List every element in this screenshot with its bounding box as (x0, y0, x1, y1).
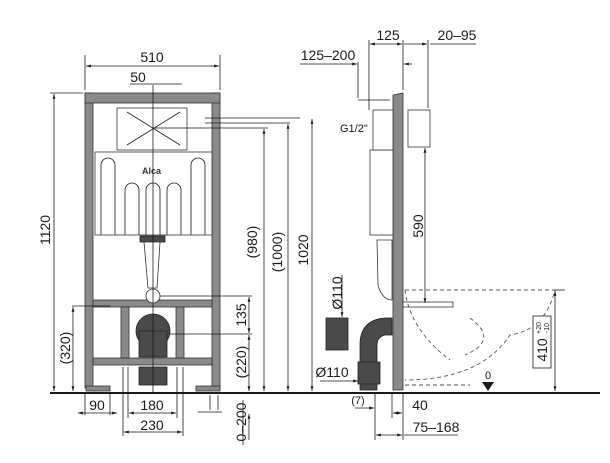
frame-right-column (211, 92, 221, 389)
frame-side-profile (392, 92, 404, 391)
flush-pipe-side (376, 239, 393, 301)
cistern-outlet (139, 235, 166, 243)
dim-depth-125: 125 (376, 27, 400, 43)
bracket-right (175, 306, 185, 359)
dim-seat-height: 410 +20 -10 (532, 315, 552, 369)
flush-pipe (143, 241, 161, 289)
dim-seat-height-410: 410 (534, 338, 550, 362)
front-view: Alca 510 50 1120 (320) (980) (1000) 1020 (37, 49, 314, 445)
dim-height-980: (980) (244, 226, 260, 259)
frame-left-column (84, 92, 94, 389)
dim-height-1020: 1020 (295, 234, 311, 265)
mounting-bolt (402, 301, 454, 308)
frame-bottom-bar (92, 357, 213, 366)
dim-outlet-range-75-168: 75–168 (413, 419, 460, 435)
outlet-sleeve (357, 361, 381, 385)
dim-height-1000: (1000) (269, 232, 285, 272)
inlet-connector (325, 317, 349, 351)
dim-bracket-180: 180 (140, 397, 164, 413)
dim-flush-offset-50: 50 (130, 69, 146, 85)
dim-outlet-diameter: Ø110 (315, 364, 348, 380)
dim-drain-height-220: (220) (233, 346, 249, 379)
dim-outlet-offset-7: (7) (351, 395, 364, 407)
valve-housing (372, 109, 394, 151)
label-floor-level-0: 0 (485, 370, 491, 382)
seat-tol-plus: +20 (536, 322, 543, 334)
floor-level-marker-icon (482, 382, 494, 391)
foot-right (195, 385, 221, 392)
side-view: 125 20–95 125–200 G1/2" 590 Ø110 Ø110 (7… (300, 27, 565, 440)
brand-logo: Alca (142, 166, 162, 176)
dim-foot-90: 90 (89, 397, 105, 413)
dim-frame-depth-40: 40 (412, 397, 428, 413)
dim-bracket-230: 230 (140, 417, 164, 433)
dim-width-510: 510 (140, 49, 164, 65)
dim-valve-range-125-200: 125–200 (301, 47, 356, 63)
cistern-side (369, 149, 394, 236)
dim-bolt-height-590: 590 (410, 214, 426, 238)
foot-left (85, 385, 111, 392)
frame-top-bar (84, 92, 221, 104)
dim-inlet-diameter: Ø110 (329, 276, 345, 309)
dim-drain-offset-135: 135 (233, 303, 249, 327)
dim-height-1120: 1120 (37, 215, 53, 245)
cistern-body (94, 151, 213, 236)
dim-crossbar-320: (320) (57, 332, 73, 365)
toilet-bowl-outline (404, 289, 556, 381)
label-inlet-thread: G1/2" (340, 123, 368, 135)
flush-plate-panel (407, 109, 431, 148)
dim-panel-offset-20-95: 20–95 (438, 27, 477, 43)
bracket-left (120, 306, 130, 359)
dim-leg-adjust-0-200: 0–200 (233, 402, 249, 441)
seat-tol-minus: -10 (544, 323, 551, 333)
